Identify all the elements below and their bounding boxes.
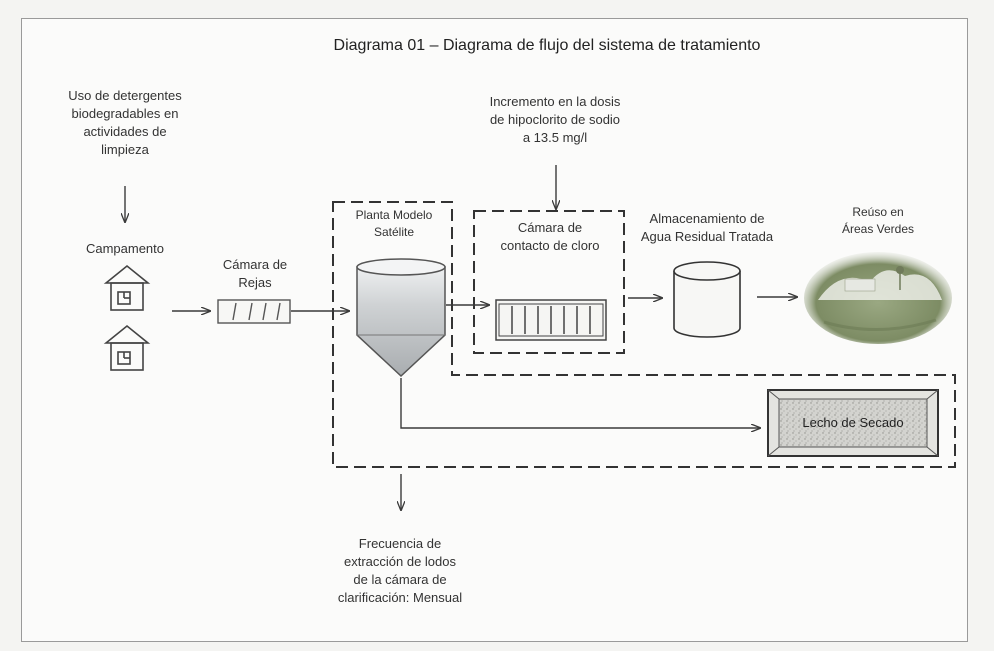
label-satellite-plant: Planta Modelo Satélite <box>355 208 433 239</box>
chlorine-contact-chamber-icon <box>495 299 607 341</box>
label-chlorine-contact-chamber: Cámara de contacto de cloro <box>500 220 600 253</box>
label-sludge-extraction-frequency: Frecuencia de extracción de lodos de la … <box>337 536 463 605</box>
label-hypochlorite-dose: Incremento en la dosis de hipoclorito de… <box>489 94 621 145</box>
label-camp: Campamento <box>85 241 165 256</box>
label-screen-chamber: Cámara de Rejas <box>222 257 288 290</box>
label-green-areas-reuse: Reúso en Áreas Verdes <box>841 205 915 236</box>
label-treated-water-storage: Almacenamiento de Agua Residual Tratada <box>640 211 774 244</box>
label-drying-bed: Lecho de Secado <box>802 415 904 430</box>
diagram-title: Diagrama 01 – Diagrama de flujo del sist… <box>333 37 761 54</box>
camp-house-icon <box>103 324 151 371</box>
camp-house-icon <box>103 264 151 311</box>
satellite-plant-tank-icon <box>356 258 446 378</box>
storage-tank-icon <box>673 261 741 338</box>
treatment-dashed-boundary <box>332 201 956 468</box>
screen-chamber-icon <box>217 299 291 324</box>
drying-bed-icon <box>767 389 939 457</box>
arrow-plant-to-drying-bed <box>400 378 760 428</box>
label-biodegradable-detergents: Uso de detergentes biodegradables en act… <box>68 88 182 157</box>
diagram-frame <box>21 18 968 642</box>
green-areas-image <box>804 252 952 344</box>
chlorine-chamber-dashed-box <box>473 210 625 354</box>
